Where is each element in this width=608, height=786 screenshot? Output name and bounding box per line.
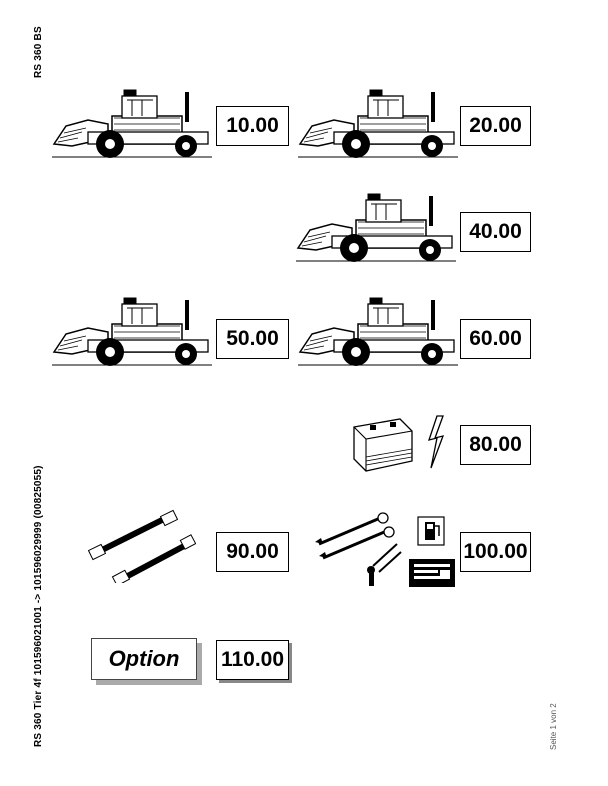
wrench-key-icon[interactable] bbox=[313, 508, 403, 588]
option-label: Option bbox=[108, 646, 180, 671]
fuel-pump-icon[interactable] bbox=[417, 516, 445, 546]
section-90-link[interactable]: 90.00 bbox=[216, 532, 289, 572]
page-number: Seite 1 von 2 bbox=[549, 703, 558, 750]
section-100-link[interactable]: 100.00 bbox=[460, 532, 531, 572]
hydraulic-hose-icon[interactable] bbox=[86, 505, 196, 583]
road-reclaimer-machine-icon[interactable] bbox=[52, 296, 212, 366]
lightning-bolt-icon bbox=[428, 415, 445, 469]
section-110-link[interactable]: 110.00 bbox=[216, 640, 289, 680]
road-reclaimer-machine-icon[interactable] bbox=[298, 296, 458, 366]
section-10-link[interactable]: 10.00 bbox=[216, 106, 289, 146]
road-reclaimer-machine-icon[interactable] bbox=[296, 192, 456, 262]
road-reclaimer-machine-icon[interactable] bbox=[298, 88, 458, 158]
section-80-link[interactable]: 80.00 bbox=[460, 425, 531, 465]
road-reclaimer-machine-icon[interactable] bbox=[52, 88, 212, 158]
option-card[interactable]: Option bbox=[91, 638, 197, 680]
section-20-link[interactable]: 20.00 bbox=[460, 106, 531, 146]
section-50-link[interactable]: 50.00 bbox=[216, 319, 289, 359]
battery-icon[interactable] bbox=[350, 413, 416, 475]
type-plate-icon[interactable] bbox=[408, 558, 456, 588]
section-60-link[interactable]: 60.00 bbox=[460, 319, 531, 359]
model-serial-range: RS 360 Tier 4f 101596021001 -> 101596029… bbox=[33, 465, 44, 747]
section-40-link[interactable]: 40.00 bbox=[460, 212, 531, 252]
document-title: RS 360 BS bbox=[33, 26, 44, 78]
